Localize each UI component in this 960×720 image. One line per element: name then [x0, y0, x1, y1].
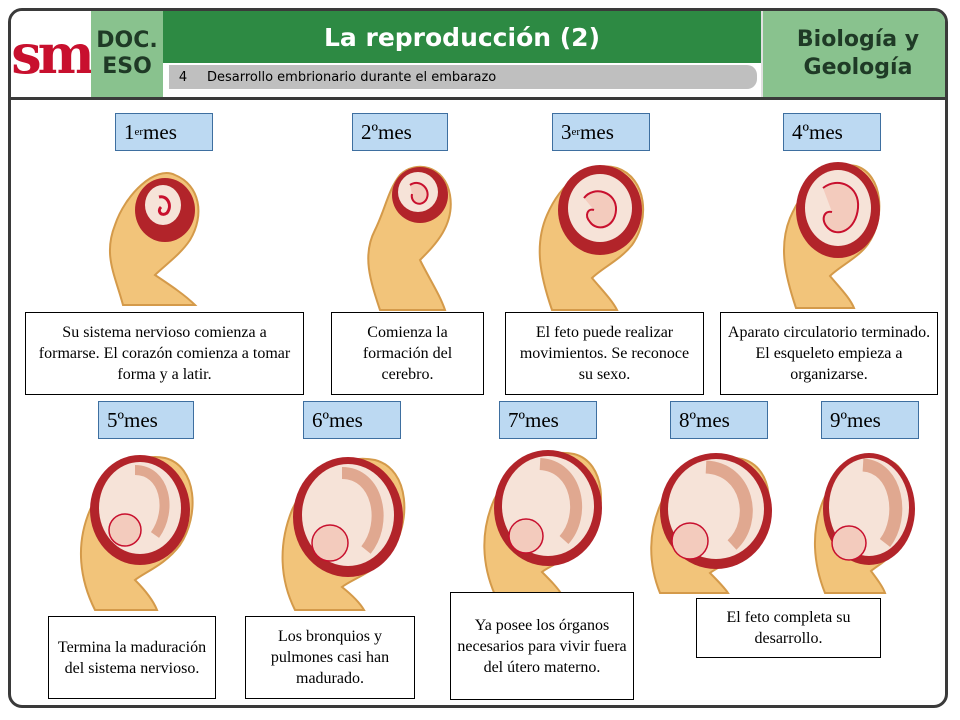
month-num: 9º [830, 407, 848, 432]
embryo-illustration-1 [108, 172, 200, 306]
month-label-7: 7º mes [499, 401, 597, 439]
embryo-illustration-4 [783, 162, 881, 309]
month-word: mes [378, 119, 412, 144]
description-month-4: Aparato circulatorio terminado. El esque… [720, 312, 938, 395]
description-month-6: Los bronquios y pulmones casi han madura… [245, 616, 415, 699]
month-word: mes [124, 407, 158, 432]
month-label-8: 8º mes [670, 401, 768, 439]
description-month-5: Termina la maduración del sistema nervio… [48, 616, 216, 699]
month-sup: er [571, 126, 581, 138]
section-bar: 4 Desarrollo embrionario durante el emba… [163, 63, 761, 93]
doc-eso-badge: DOC. ESO [91, 11, 163, 97]
description-final: El feto completa su desarrollo. [696, 598, 881, 658]
month-label-4: 4º mes [783, 113, 881, 151]
month-label-6: 6º mes [303, 401, 401, 439]
subject-badge: Biología y Geología [761, 11, 945, 97]
page-title: La reproducción (2) [323, 22, 600, 52]
month-num: 4º [792, 119, 810, 144]
month-word: mes [809, 119, 843, 144]
fetus-illustration-5 [80, 455, 194, 611]
subject-line1: Biología y [796, 27, 920, 52]
month-num: 2º [361, 119, 379, 144]
month-label-5: 5º mes [98, 401, 194, 439]
section-number: 4 [169, 65, 197, 89]
month-num: 1 [124, 119, 135, 144]
fetus-illustration-7 [483, 450, 602, 596]
title-bar: La reproducción (2) [163, 11, 761, 63]
logo-text: sm [11, 22, 95, 86]
month-num: 5º [107, 407, 125, 432]
embryo-illustration-2 [367, 165, 452, 311]
month-word: mes [329, 407, 363, 432]
sm-logo: sm [11, 11, 95, 97]
fetus-illustration-6 [281, 457, 406, 611]
doc-label: DOC. [96, 28, 158, 53]
description-month-1: Su sistema nervioso comienza a formarse.… [25, 312, 304, 395]
month-num: 8º [679, 407, 697, 432]
month-num: 7º [508, 407, 526, 432]
description-month-7: Ya posee los órganos necesarios para viv… [450, 592, 634, 700]
description-month-3: El feto puede realizar movimientos. Se r… [505, 312, 704, 395]
month-word: mes [525, 407, 559, 432]
header: sm DOC. ESO La reproducción (2) 4 Desarr… [11, 11, 945, 97]
month-word: mes [696, 407, 730, 432]
month-word: mes [847, 407, 881, 432]
subject-line2: Geología [803, 55, 913, 80]
fetus-illustration-9 [814, 453, 915, 594]
month-num: 6º [312, 407, 330, 432]
month-label-9: 9º mes [821, 401, 919, 439]
month-sup: er [134, 126, 144, 138]
month-word: mes [143, 119, 177, 144]
month-word: mes [580, 119, 614, 144]
section-title: Desarrollo embrionario durante el embara… [197, 65, 757, 89]
embryo-illustration-3 [538, 165, 645, 311]
month-num: 3 [561, 119, 572, 144]
month-label-2: 2º mes [352, 113, 448, 151]
header-divider [11, 97, 945, 100]
fetus-illustration-8 [650, 453, 772, 594]
eso-label: ESO [102, 54, 152, 79]
description-month-2: Comienza la formación del cerebro. [331, 312, 484, 395]
